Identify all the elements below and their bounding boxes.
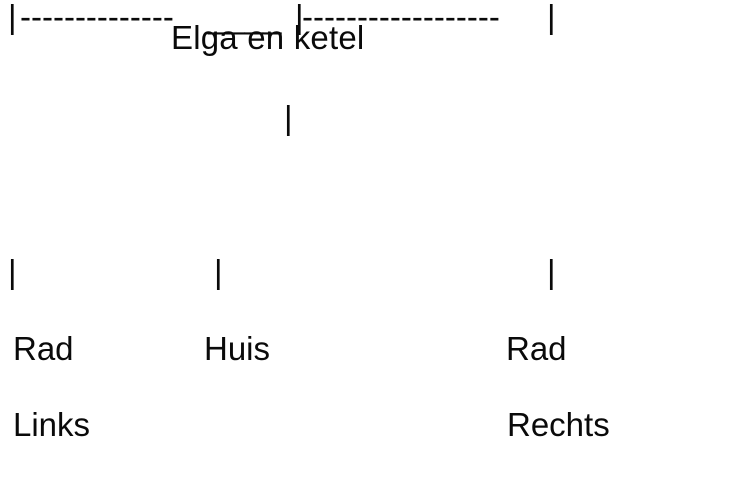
- node-label-rad-links-line1: Rad: [13, 330, 74, 367]
- stub-pipe-right: |: [547, 253, 556, 290]
- distribution-bus: | -------------- ____ | ----------------…: [0, 0, 745, 48]
- bus-left-end-glyph: |: [8, 0, 17, 35]
- stub-pipe-left: |: [8, 253, 17, 290]
- node-label-rad-rechts-line1: Rad: [506, 330, 567, 367]
- bus-center-glyph: |: [295, 0, 304, 35]
- node-label-rad-links-line2: Links: [13, 406, 91, 443]
- bus-right-end-glyph: |: [547, 0, 556, 35]
- bus-center-underscores: ____: [208, 0, 282, 35]
- stub-pipe-center: |: [214, 253, 223, 290]
- root-connector-pipe: |: [284, 99, 293, 136]
- bus-left-dashes: --------------: [20, 0, 174, 35]
- node-label-rad-rechts-line2: Rechts: [507, 406, 610, 443]
- node-label-huis-line1: Huis: [204, 330, 271, 367]
- bus-right-dashes: ------------------: [302, 0, 500, 35]
- page-title: Elga en ketel: [171, 19, 365, 56]
